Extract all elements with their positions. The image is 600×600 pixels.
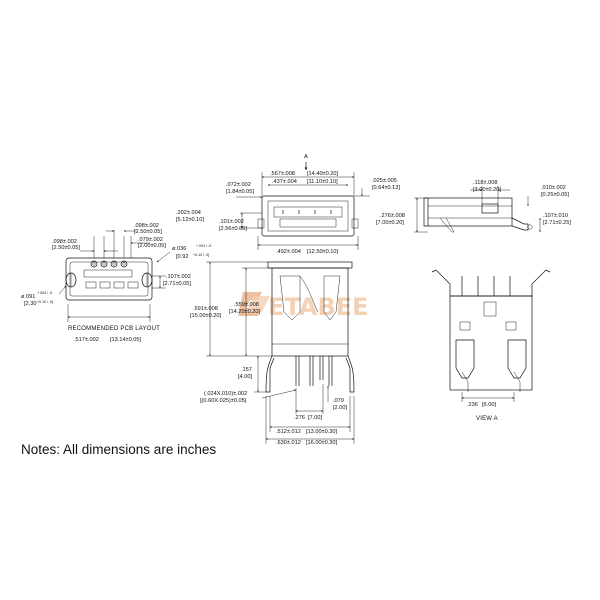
view-a-caption: VIEW A bbox=[476, 416, 498, 422]
dim-202: .202±.004 bbox=[176, 210, 201, 216]
dim-098a-mm: [2.50±0.05] bbox=[52, 245, 80, 251]
dim-517: .517±.002 bbox=[74, 337, 99, 343]
pcb-layout-caption: RECOMMENDED PCB LAYOUT bbox=[68, 326, 160, 332]
dim-437-mm: [11.10±0.10] bbox=[307, 179, 338, 185]
dim-630: .630±.012 bbox=[276, 440, 301, 446]
dim-079: .079±.002 bbox=[138, 237, 163, 243]
dim-101-mm: [2.56±0.05] bbox=[219, 226, 247, 232]
dim-276-body: .276 bbox=[294, 415, 305, 421]
dim-025-mm: [0.64±0.13] bbox=[372, 185, 400, 191]
dim-091: ø.091 bbox=[21, 294, 35, 300]
dim-276-body-mm: [7.00] bbox=[308, 415, 322, 421]
dim-101: .101±.002 bbox=[219, 219, 244, 225]
dim-630-mm: [16.00±0.30] bbox=[306, 440, 338, 446]
dim-517-mm: [13.14±0.05] bbox=[110, 337, 142, 343]
body-view: .591±.008 [15.00±0.20] .559±.008 [14.20±… bbox=[190, 261, 355, 446]
view-a: .236 [6.00] VIEW A bbox=[431, 269, 551, 422]
dim-236: .236 bbox=[467, 402, 478, 408]
dim-559-mm: [14.20±0.20] bbox=[229, 309, 261, 315]
dim-024: (.024X.010)±.002 bbox=[204, 391, 247, 397]
dim-072: .072±.002 bbox=[226, 182, 251, 188]
dim-036-mm: [0.92 bbox=[176, 254, 188, 260]
dim-098b: .098±.002 bbox=[134, 223, 159, 229]
dim-107-side: .107±.010 bbox=[543, 213, 568, 219]
dim-025: .025±.005 bbox=[372, 178, 397, 184]
dim-036: ø.036 bbox=[172, 246, 186, 252]
dim-157: .157 bbox=[241, 367, 252, 373]
dim-098a: .098±.002 bbox=[52, 239, 77, 245]
dim-437: .437±.004 bbox=[272, 179, 297, 185]
dim-107-side-mm: [2.71±0.25] bbox=[543, 220, 571, 226]
dim-036-tol: +.004 / -0 bbox=[196, 244, 211, 248]
dim-079-body-mm: [2.00] bbox=[333, 405, 347, 411]
dim-492: .492±.004 bbox=[276, 249, 301, 255]
dim-010-mm: [0.25±0.05] bbox=[541, 192, 569, 198]
dim-276-mm: [7.00±0.20] bbox=[376, 220, 404, 226]
dim-567-mm: [14.40±0.20] bbox=[307, 171, 339, 177]
dim-236-mm: [6.00] bbox=[482, 402, 496, 408]
dim-107: .107±.002 bbox=[166, 274, 191, 280]
dim-157-mm: [4.00] bbox=[238, 374, 252, 380]
dim-107-mm: [2.71±0.05] bbox=[163, 281, 191, 287]
dim-559: .559±.008 bbox=[234, 302, 259, 308]
dim-091-mm: [2.30 bbox=[24, 301, 36, 307]
dim-098b-mm: [2.50±0.05] bbox=[134, 229, 162, 235]
notes-text: Notes: All dimensions are inches bbox=[21, 442, 217, 457]
dim-036-mm-tol: +0.10 / -0] bbox=[193, 253, 209, 257]
dim-079-body: .079 bbox=[333, 398, 344, 404]
dim-072-mm: [1.84±0.05] bbox=[226, 189, 254, 195]
dim-276: .276±.008 bbox=[380, 213, 405, 219]
front-view: A .567±.008 [14.40±0.20] .437±.004 [11.1… bbox=[176, 154, 405, 255]
dim-118: .118±.008 bbox=[473, 180, 497, 186]
pcb-layout-view: .098±.002 [2.50±0.05] .098±.002 [2.50±0.… bbox=[21, 223, 211, 343]
dim-202-mm: [5.12±0.10] bbox=[176, 217, 204, 223]
dim-512: .512±.012 bbox=[276, 429, 301, 435]
watermark-logo: ETABEE bbox=[238, 292, 369, 321]
dim-091-tol: +.004 / -0 bbox=[37, 291, 52, 295]
watermark-text: ETABEE bbox=[268, 293, 369, 321]
dim-591: .591±.008 bbox=[193, 306, 218, 312]
dim-091-mm-tol: +0.10 / -0] bbox=[37, 300, 53, 304]
view-a-marker: A bbox=[304, 154, 308, 160]
dim-024-mm: [(0.60X.025)±0.05] bbox=[200, 398, 247, 404]
dim-591-mm: [15.00±0.20] bbox=[190, 313, 222, 319]
dim-010: .010±.002 bbox=[541, 185, 566, 191]
dim-118-mm: [3.00±0.20] bbox=[473, 187, 501, 193]
dim-079-mm: [2.00±0.05] bbox=[138, 243, 166, 249]
dim-512-mm: [13.00±0.30] bbox=[306, 429, 338, 435]
dim-492-mm: [12.50±0.10] bbox=[307, 249, 339, 255]
dim-567: .567±.008 bbox=[270, 171, 295, 177]
side-view: .118±.008 [3.00±0.20] .010±.002 [0.25±0.… bbox=[414, 180, 571, 233]
